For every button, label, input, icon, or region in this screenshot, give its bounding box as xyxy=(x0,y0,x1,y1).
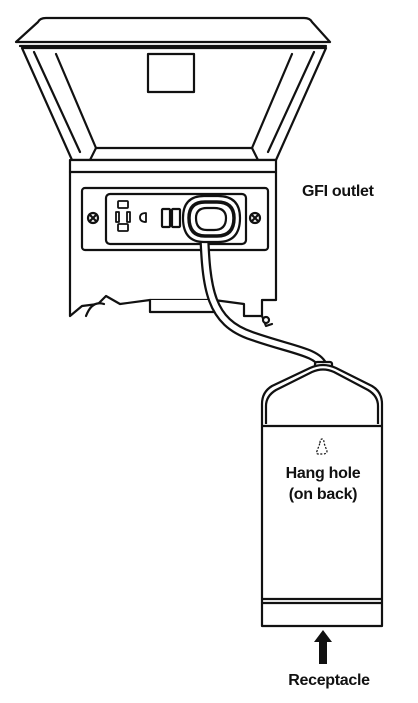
hang-hole-sublabel: (on back) xyxy=(289,486,357,503)
screw-icon xyxy=(248,211,262,225)
receptacle-slots xyxy=(115,200,147,232)
up-arrow-icon xyxy=(314,630,332,664)
plug-head xyxy=(181,194,242,244)
hang-hole-label: Hang hole xyxy=(286,465,361,482)
power-cord xyxy=(199,223,328,371)
receptacle-label: Receptacle xyxy=(288,672,370,689)
screw-icon xyxy=(86,211,100,225)
outlet-cover-lid xyxy=(14,16,332,162)
reset-button xyxy=(170,207,182,229)
gfi-outlet-label: GFI outlet xyxy=(302,183,375,200)
receptacle-unit xyxy=(260,360,384,628)
hang-hole-icon xyxy=(316,438,328,455)
gfi-outlet-assembly xyxy=(14,16,332,328)
test-button xyxy=(160,207,172,229)
